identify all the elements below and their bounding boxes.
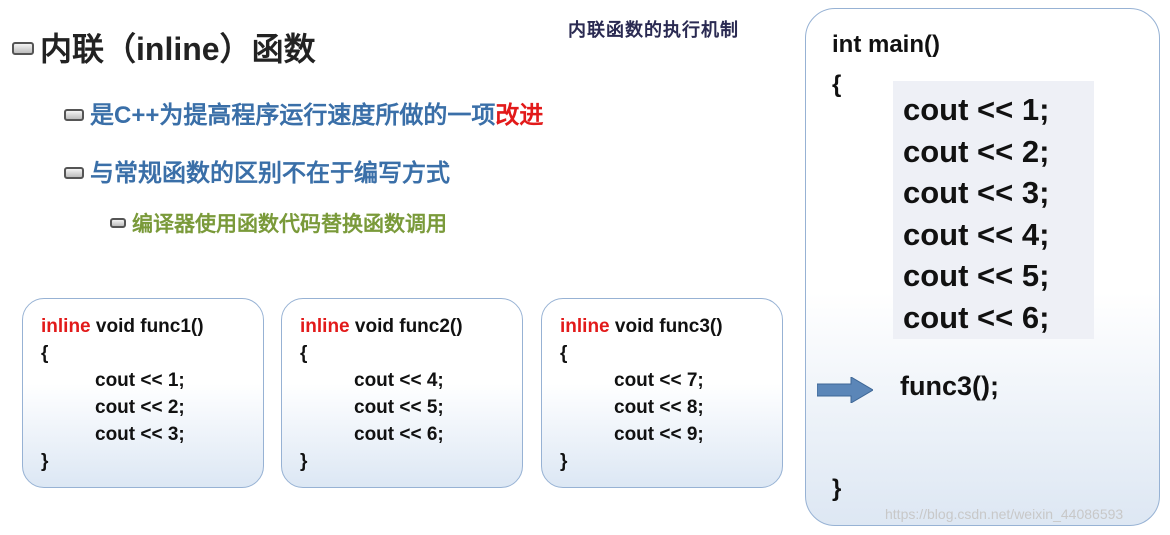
main-close-brace: } <box>832 475 842 502</box>
inlined-statement: cout << 5; <box>903 258 1050 293</box>
func1-close-brace: } <box>41 451 49 472</box>
bullet-icon <box>12 42 34 56</box>
mechanism-title: 内联函数的执行机制 <box>568 20 739 41</box>
func1-statement: cout << 1; <box>95 370 185 391</box>
func1-signature: inline void func1() <box>41 313 263 340</box>
func1-open-brace: { <box>41 343 49 364</box>
main-signature: int main() <box>832 31 940 58</box>
inlined-statement: cout << 1; <box>903 92 1050 127</box>
inlined-statement: cout << 4; <box>903 216 1050 252</box>
func2-statement: cout << 6; <box>354 424 444 445</box>
bullet-line-2: 与常规函数的区别不在于编写方式 <box>64 153 450 188</box>
func3-open-brace: { <box>560 343 568 364</box>
watermark: https://blog.csdn.net/weixin_44086593 <box>885 506 1124 522</box>
bullet-text-1: 是C++为提高程序运行速度所做的一项 <box>90 102 496 129</box>
func1-box: inline void func1() { cout << 1; cout <<… <box>22 298 264 488</box>
func2-signature: inline void func2() <box>300 313 522 340</box>
func3-call: func3(); <box>900 371 999 401</box>
slide-title-text: 内联（inline）函数 <box>40 31 316 67</box>
func2-statement: cout << 4; <box>354 370 444 391</box>
func1-statement: cout << 3; <box>95 424 185 445</box>
bullet-icon <box>64 108 84 121</box>
func3-statement: cout << 8; <box>614 397 704 418</box>
func3-statement: cout << 7; <box>614 370 704 391</box>
func2-close-brace: } <box>300 451 308 472</box>
inline-keyword: inline <box>560 316 610 337</box>
func2-statement: cout << 5; <box>354 397 444 418</box>
func3-statement: cout << 9; <box>614 424 704 445</box>
right-arrow-icon <box>817 377 873 403</box>
sub-bullet-text: 编译器使用函数代码替换函数调用 <box>132 213 447 236</box>
func1-statement: cout << 2; <box>95 397 185 418</box>
func3-signature: inline void func3() <box>560 313 782 340</box>
slide-title: 内联（inline）函数 <box>12 24 316 70</box>
inlined-statement: cout << 2; <box>903 133 1050 169</box>
sub-bullet-line: 编译器使用函数代码替换函数调用 <box>110 208 447 238</box>
bullet-highlight: 改进 <box>495 102 544 129</box>
func1-signature-text: void func1() <box>90 316 204 337</box>
main-function-box: int main() { cout << 1; cout << 2; cout … <box>805 8 1160 526</box>
main-open-brace: { <box>832 71 842 98</box>
inline-keyword: inline <box>300 316 350 337</box>
func2-open-brace: { <box>300 343 308 364</box>
func3-box: inline void func3() { cout << 7; cout <<… <box>541 298 783 488</box>
inlined-statement: cout << 3; <box>903 175 1050 210</box>
bullet-text-2: 与常规函数的区别不在于编写方式 <box>90 160 450 187</box>
func2-box: inline void func2() { cout << 4; cout <<… <box>281 298 523 488</box>
bullet-icon <box>64 166 84 179</box>
func3-signature-text: void func3() <box>609 316 723 337</box>
bullet-icon <box>110 218 126 229</box>
func2-signature-text: void func2() <box>349 316 463 337</box>
inlined-statement: cout << 6; <box>903 299 1050 335</box>
inlined-code-block: cout << 1; cout << 2; cout << 3; cout <<… <box>893 81 1094 339</box>
inline-keyword: inline <box>41 316 91 337</box>
func3-close-brace: } <box>560 451 568 472</box>
bullet-line-1: 是C++为提高程序运行速度所做的一项改进 <box>64 95 543 130</box>
